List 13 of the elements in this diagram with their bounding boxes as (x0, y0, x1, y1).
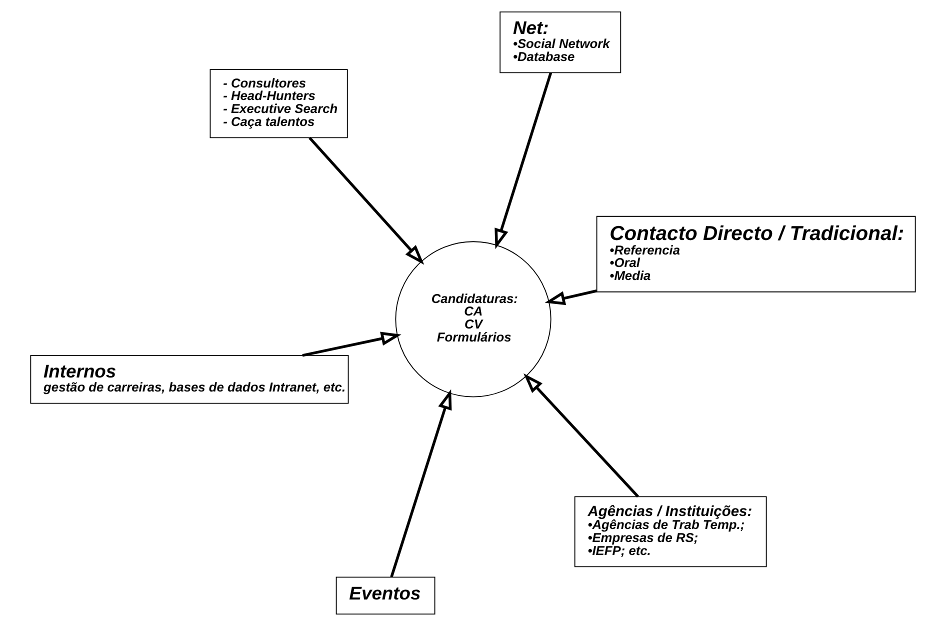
node-box: Eventos (336, 576, 436, 614)
arrow (544, 290, 597, 306)
node-circle: Candidaturas: CA CV Formulários (395, 241, 552, 398)
node-box: Internos gestão de carreiras, bases de dados Intranet, etc. (30, 355, 349, 404)
node-box: - Consultores - Head-Hunters - Executive Search - Caça talentos (210, 69, 348, 138)
arrow (302, 332, 402, 357)
arrow (524, 373, 640, 498)
node-box: Agências / Instituições: •Agências de Trab Temp.; •Empresas de RS; •IEFP; etc. (574, 496, 767, 568)
arrow (494, 72, 552, 250)
arrow (390, 389, 452, 578)
node-box: Net: •Social Network •Database (500, 12, 622, 74)
node-box: Contacto Directo / Tradicional: •Referencia •Oral •Media (596, 216, 916, 292)
arrow (308, 136, 424, 265)
